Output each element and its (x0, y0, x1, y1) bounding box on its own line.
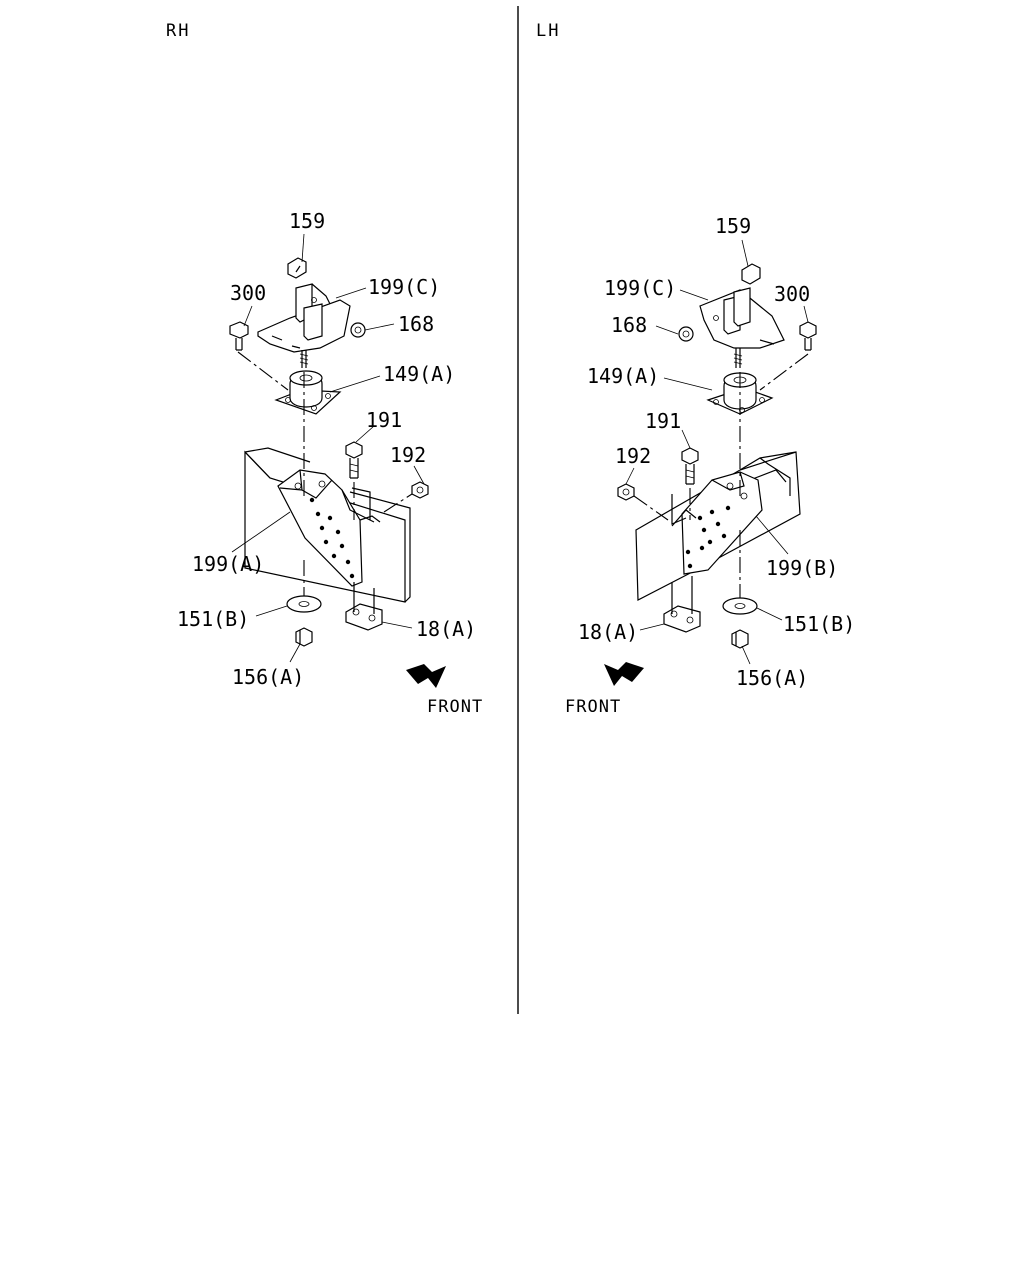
lh-callout-199c: 199(C) (604, 276, 676, 300)
rh-front-label: FRONT (427, 697, 483, 717)
lh-callout-300: 300 (774, 282, 810, 306)
lh-callout-156a: 156(A) (736, 666, 808, 690)
rh-panel: RH 159 199(C) 300 168 149(A) 191 192 199… (166, 21, 483, 717)
lh-callout-168: 168 (611, 313, 647, 337)
rh-panel-title: RH (166, 21, 190, 41)
lh-callout-149a: 149(A) (587, 364, 659, 388)
rh-callout-199a: 199(A) (192, 552, 264, 576)
rh-callout-168: 168 (398, 312, 434, 336)
rh-callout-191: 191 (366, 408, 402, 432)
rh-callout-156a: 156(A) (232, 665, 304, 689)
lh-callout-151b: 151(B) (783, 612, 855, 636)
lh-panel: LH 159 199(C) 300 168 149(A) 191 192 199… (536, 21, 855, 717)
rh-callout-300: 300 (230, 281, 266, 305)
rh-callout-192: 192 (390, 443, 426, 467)
rh-callout-151b: 151(B) (177, 607, 249, 631)
lh-panel-title: LH (536, 21, 560, 41)
rh-callout-18a: 18(A) (416, 617, 476, 641)
lh-callout-159: 159 (715, 214, 751, 238)
lh-callout-199b: 199(B) (766, 556, 838, 580)
lh-front-label: FRONT (565, 697, 621, 717)
rh-callout-159: 159 (289, 209, 325, 233)
lh-callout-18a: 18(A) (578, 620, 638, 644)
rh-callout-199c: 199(C) (368, 275, 440, 299)
lh-callout-192: 192 (615, 444, 651, 468)
rh-callout-149a: 149(A) (383, 362, 455, 386)
lh-callout-191: 191 (645, 409, 681, 433)
